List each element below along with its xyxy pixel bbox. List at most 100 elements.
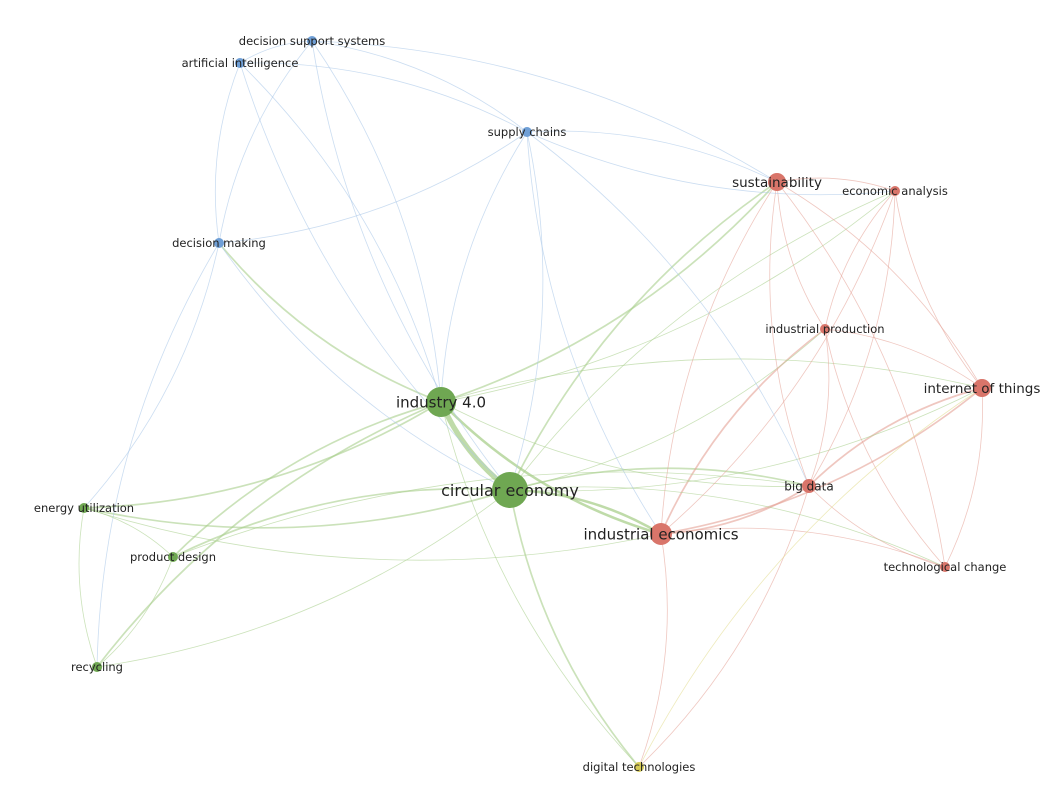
edge-sustainability-economic-analysis [776, 177, 896, 192]
node-label-big-data: big data [784, 479, 833, 493]
edge-big-data-technological-change [808, 485, 946, 568]
edge-artificial-intelligence-decision-making [214, 62, 241, 244]
edge-circular-economy-product-design [172, 487, 511, 558]
edge-industry-4-0-decision-making [218, 242, 442, 403]
edge-decision-support-systems-circular-economy [311, 40, 511, 491]
node-layer [79, 36, 991, 772]
edge-big-data-digital-technologies [638, 485, 810, 768]
edge-sustainability-technological-change [776, 181, 946, 568]
node-label-product-design: product design [130, 550, 216, 564]
edge-industrial-economics-industrial-production [660, 328, 826, 535]
node-sustainability[interactable] [768, 173, 786, 191]
edge-supply-chains-industry-4-0 [440, 131, 528, 403]
edge-decision-making-circular-economy [218, 242, 511, 491]
edge-decision-support-systems-industry-4-0 [311, 40, 442, 403]
edge-supply-chains-sustainability [526, 130, 778, 183]
edge-industry-4-0-recycling [96, 401, 442, 668]
node-internet-of-things[interactable] [973, 379, 991, 397]
node-label-decision-making: decision making [172, 236, 266, 250]
edge-digital-technologies-internet-of-things [638, 387, 983, 768]
edge-sustainability-industrial-production [776, 181, 826, 330]
edge-decision-support-systems-artificial-intelligence [239, 40, 313, 64]
node-industrial-economics[interactable] [650, 523, 672, 545]
node-label-internet-of-things: internet of things [924, 381, 1041, 397]
node-label-industrial-production: industrial production [765, 322, 884, 336]
edge-energy-utilization-recycling [78, 507, 98, 668]
node-label-circular-economy: circular economy [441, 481, 579, 500]
node-label-energy-utilization: energy utilization [34, 501, 134, 515]
edge-circular-economy-technological-change [509, 486, 946, 568]
node-label-artificial-intelligence: artificial intelligence [182, 56, 299, 70]
edge-artificial-intelligence-supply-chains [239, 62, 528, 133]
edge-industrial-economics-internet-of-things [660, 387, 983, 535]
edge-industry-4-0-big-data [440, 401, 810, 487]
edge-decision-support-systems-sustainability [311, 40, 778, 183]
edge-supply-chains-decision-making [218, 131, 528, 244]
node-recycling[interactable] [92, 662, 102, 672]
edge-supply-chains-circular-economy [509, 131, 544, 491]
edge-recycling-circular-economy [96, 489, 511, 668]
edge-product-design-big-data [172, 471, 810, 558]
edge-artificial-intelligence-circular-economy [239, 62, 511, 491]
node-supply-chains[interactable] [522, 127, 532, 137]
node-energy-utilization[interactable] [79, 503, 89, 513]
node-product-design[interactable] [168, 552, 178, 562]
edge-industry-4-0-internet-of-things [440, 358, 983, 403]
node-label-technological-change: technological change [884, 560, 1007, 574]
edge-decision-support-systems-supply-chains [311, 40, 528, 133]
label-layer: industry 4.0 circular economy energy utili… [34, 34, 1040, 774]
edge-industry-4-0-economic-analysis [440, 190, 896, 403]
node-big-data[interactable] [802, 479, 816, 493]
node-label-sustainability: sustainability [732, 175, 822, 191]
edge-industry-4-0-energy-utilization [83, 401, 442, 509]
edge-industry-4-0-sustainability [440, 181, 778, 403]
node-label-supply-chains: supply chains [488, 125, 567, 139]
edge-circular-economy-internet-of-things [509, 387, 983, 492]
edge-supply-chains-industrial-economics [526, 131, 662, 535]
edge-industrial-production-big-data [808, 328, 830, 487]
edge-industrial-production-technological-change [824, 328, 946, 568]
node-digital-technologies[interactable] [634, 762, 644, 772]
node-label-digital-technologies: digital technologies [583, 760, 696, 774]
node-label-economic-analysis: economic analysis [842, 184, 948, 198]
edge-energy-utilization-industrial-economics [83, 507, 662, 561]
node-technological-change[interactable] [940, 562, 950, 572]
node-economic-analysis[interactable] [890, 186, 900, 196]
edge-product-design-recycling [96, 556, 174, 668]
edge-decision-support-systems-decision-making [218, 40, 313, 244]
edge-circular-economy-industrial-production [509, 328, 826, 491]
node-artificial-intelligence[interactable] [235, 58, 245, 68]
node-industrial-production[interactable] [820, 324, 830, 334]
node-label-recycling: recycling [71, 660, 123, 674]
edge-decision-making-energy-utilization [83, 242, 220, 509]
edge-industrial-economics-digital-technologies [638, 533, 668, 768]
node-decision-support-systems[interactable] [307, 36, 317, 46]
edge-sustainability-big-data [769, 181, 810, 487]
edge-industry-4-0-digital-technologies [440, 401, 640, 768]
edge-economic-analysis-big-data [808, 190, 896, 487]
edge-internet-of-things-industrial-production [824, 328, 983, 389]
node-label-industry-4-0: industry 4.0 [396, 393, 486, 411]
edge-industrial-economics-sustainability [660, 181, 778, 535]
edge-internet-of-things-technological-change [944, 387, 983, 568]
edge-sustainability-internet-of-things [776, 181, 983, 389]
node-industry-4-0[interactable] [426, 387, 456, 417]
node-label-decision-support-systems: decision support systems [239, 34, 385, 48]
edge-industry-4-0-industrial-economics [439, 400, 663, 536]
edge-circular-economy-sustainability [509, 181, 778, 491]
edge-decision-making-recycling [96, 242, 220, 668]
edge-supply-chains-big-data [526, 131, 810, 487]
edge-industrial-economics-big-data [660, 485, 810, 535]
edge-circular-economy-energy-utilization [83, 489, 511, 529]
node-label-industrial-economics: industrial economics [583, 525, 738, 543]
edge-industry-4-0-product-design [172, 401, 442, 558]
edge-economic-analysis-industrial-production [824, 190, 896, 330]
edge-circular-economy-economic-analysis [509, 190, 896, 491]
edge-supply-chains-economic-analysis [526, 131, 896, 196]
node-decision-making[interactable] [214, 238, 224, 248]
node-circular-economy[interactable] [492, 472, 528, 508]
edge-industrial-economics-economic-analysis [660, 190, 896, 535]
edge-circular-economy-digital-technologies [509, 489, 640, 768]
edge-big-data-internet-of-things [808, 387, 983, 487]
